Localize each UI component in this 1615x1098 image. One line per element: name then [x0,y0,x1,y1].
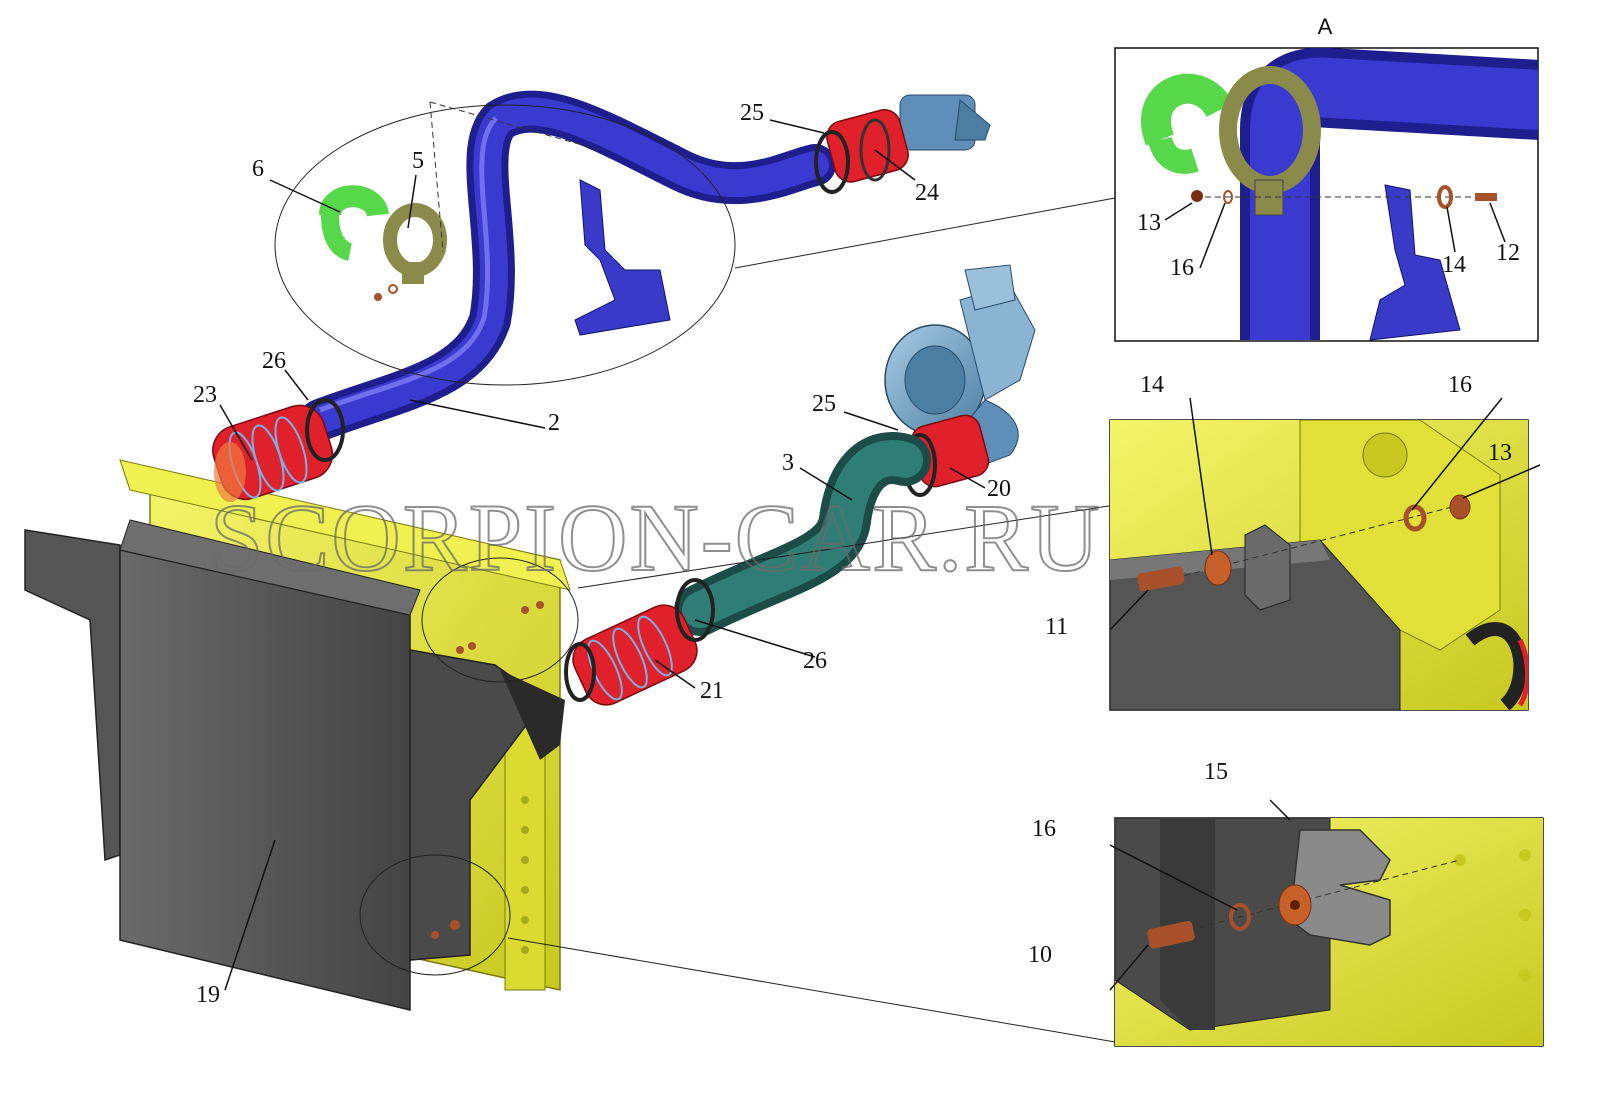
turbocharger [884,264,1036,471]
callout-3: 3 [782,450,794,476]
fastener-dot [374,293,382,301]
callout-a-12: 12 [1496,240,1520,266]
callout-24: 24 [915,180,939,206]
callout-b-11: 11 [1045,614,1068,640]
callout-25-upper: 25 [740,100,764,126]
detail-view-a [1114,47,1539,342]
hose-21 [564,578,715,706]
pipe-3 [674,432,931,636]
callout-5: 5 [412,148,424,174]
callout-c-15: 15 [1204,759,1228,785]
callout-26-right: 26 [803,648,827,674]
callout-b-13: 13 [1488,440,1512,466]
detail-view-c [1114,817,1544,1047]
clamp-5 [383,203,447,284]
callout-2: 2 [548,410,560,436]
intercooler [24,519,565,1011]
callout-6: 6 [252,156,264,182]
leader-lines [219,119,1541,991]
callout-26-left: 26 [262,348,286,374]
detail-ellipse-b [421,557,579,683]
hose-24 [814,109,909,194]
detail-ellipse-c [359,854,511,976]
callout-c-16: 16 [1032,816,1056,842]
callout-21: 21 [700,678,724,704]
detail-ellipse-a [274,104,736,386]
detail-view-b [1109,419,1529,711]
callout-25-lower: 25 [812,391,836,417]
callout-a-16: 16 [1170,255,1194,281]
washer-dot [388,284,398,294]
callouts-detail-c: 15 16 10 [1028,759,1228,968]
callout-b-14: 14 [1140,372,1164,398]
pipe-2 [299,90,836,441]
callouts-detail-a: 13 16 14 12 [1137,210,1520,281]
upper-elbow [899,94,991,151]
callouts-main: 6 5 25 24 26 23 2 25 3 20 26 21 19 [193,100,1011,1008]
clamp-6 [319,185,389,261]
callout-23: 23 [193,382,217,408]
callout-19: 19 [196,982,220,1008]
hose-23 [212,398,345,502]
callout-b-16: 16 [1448,372,1472,398]
callouts-detail-b: 14 16 13 11 [1045,372,1512,640]
callout-a-13: 13 [1137,210,1161,236]
view-label-a: A [1318,14,1333,39]
watermark: SCORPION-CAR.RU [210,484,1102,591]
callout-c-10: 10 [1028,942,1052,968]
callout-20: 20 [987,476,1011,502]
callout-a-14: 14 [1442,252,1466,278]
